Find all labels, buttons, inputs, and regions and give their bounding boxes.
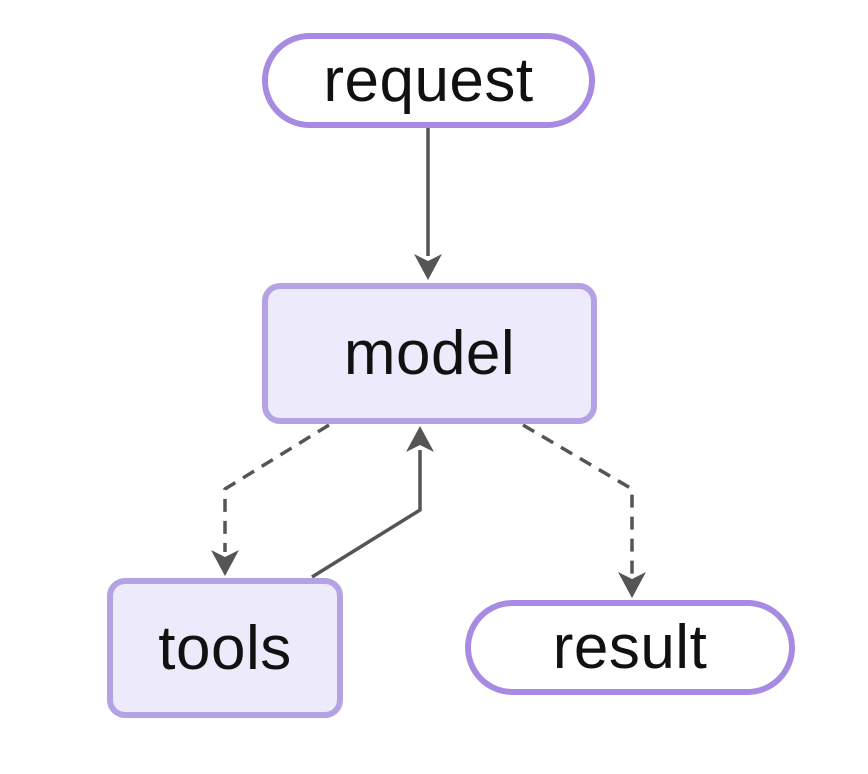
- node-model-label: model: [343, 319, 516, 388]
- node-request: request: [262, 33, 595, 128]
- arrowhead-model-tools: [211, 550, 239, 576]
- edge-model-tools: [223, 423, 330, 552]
- node-result: result: [465, 600, 795, 695]
- edge-tools-model: [311, 450, 422, 579]
- node-request-label: request: [323, 46, 534, 115]
- node-result-label: result: [552, 613, 708, 682]
- arrowhead-model-result: [618, 572, 646, 598]
- arrowhead-tools-model: [406, 426, 434, 452]
- node-model: model: [262, 283, 597, 424]
- node-tools-label: tools: [158, 613, 292, 683]
- edge-model-result: [522, 423, 634, 574]
- node-tools: tools: [107, 578, 343, 718]
- arrowhead-request-model: [414, 254, 442, 280]
